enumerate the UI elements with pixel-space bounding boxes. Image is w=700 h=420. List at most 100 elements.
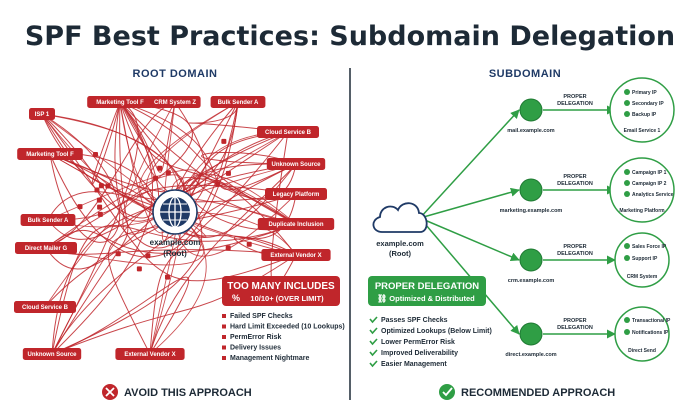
include-node: Unknown Source: [22, 348, 82, 360]
root-globe-node: [152, 189, 198, 235]
sub-root-sub: (Root): [389, 249, 412, 258]
junction-marker: [97, 211, 103, 217]
tangled-includes: [41, 101, 297, 355]
include-node-label: Direct Mailer G: [25, 246, 68, 252]
consequence-item: Management Nightmare: [230, 355, 309, 362]
include-node-label: ISP 1: [35, 112, 50, 118]
subdomain-name: crm.example.com: [508, 278, 555, 284]
root-domain-heading: ROOT DOMAIN: [133, 68, 218, 80]
include-node: External Vendor X: [261, 249, 331, 261]
include-node-label: External Vendor X: [124, 352, 175, 358]
warning-sub: 10/10+ (OVER LIMIT): [250, 294, 324, 303]
tangled-edge: [51, 101, 239, 355]
warning-title: TOO MANY INCLUDES: [227, 281, 335, 292]
tangled-edge: [51, 101, 153, 355]
ip-dot: [624, 317, 630, 323]
benefit-item: Passes SPF Checks: [381, 317, 448, 324]
cloud-icon: [372, 202, 428, 233]
benefit-item: Easier Management: [381, 361, 447, 368]
include-node: Cloud Service B: [14, 301, 76, 313]
bullet-marker: [222, 335, 226, 339]
junction-marker: [157, 165, 163, 171]
sub-root-label: example.com: [376, 239, 424, 248]
junction-marker: [246, 241, 252, 247]
tangled-edge: [188, 101, 289, 133]
subdomain-heading: SUBDOMAIN: [489, 68, 561, 80]
recommended-label: RECOMMENDED APPROACH: [461, 387, 615, 399]
delegation-arrow: [419, 217, 520, 261]
subdomain-node: crm.example.com: [508, 248, 555, 284]
ip-item: Transactional IP: [632, 318, 671, 324]
junction-marker: [164, 274, 170, 280]
tangled-edge: [51, 163, 297, 355]
include-node-label: CRM System Z: [154, 100, 196, 106]
include-node: Bulk Sender A: [210, 96, 266, 108]
link-icon: ⛓: [377, 293, 387, 303]
include-node-label: Bulk Sender A: [218, 100, 259, 106]
ip-dot: [624, 169, 630, 175]
ip-dot: [624, 111, 630, 117]
bullet-marker: [222, 345, 226, 350]
ip-item: Analytics Service: [632, 192, 674, 198]
include-node-label: Marketing Tool F: [26, 152, 74, 158]
percent-icon: %: [232, 293, 240, 303]
ip-item: Campaign IP 2: [632, 181, 667, 187]
bullet-marker: [222, 314, 226, 318]
include-node: Bulk Sender A: [20, 214, 76, 226]
junction-marker: [165, 170, 171, 176]
include-node: Cloud Service B: [257, 126, 319, 138]
service-name: CRM System: [627, 274, 658, 280]
tangled-edge: [201, 151, 297, 165]
service-name: Marketing Platform: [619, 208, 665, 214]
subdomain-node: marketing.example.com: [500, 178, 563, 214]
ip-dot: [624, 191, 630, 197]
check-icon: [369, 360, 378, 368]
junction-marker: [215, 181, 221, 187]
junction-marker: [225, 170, 231, 176]
include-node: External Vendor X: [115, 348, 185, 360]
tangled-edge: [49, 131, 289, 193]
check-icon: [369, 316, 378, 324]
junction-marker: [77, 204, 83, 210]
include-node-label: Unknown Source: [271, 162, 321, 168]
ip-dot: [624, 180, 630, 186]
consequence-item: Failed SPF Checks: [230, 313, 293, 320]
benefit-item: Lower PermError Risk: [381, 339, 455, 346]
junction-marker: [105, 183, 111, 189]
edge-label: DELEGATION: [557, 181, 593, 187]
junction-marker: [136, 266, 142, 272]
tangled-edge: [182, 101, 297, 256]
include-node-label: Marketing Tool F: [96, 100, 144, 106]
edge-label: PROPER: [563, 244, 586, 250]
tangled-edge: [41, 113, 121, 243]
delegation-arrow: [419, 109, 520, 219]
tangled-edge: [51, 101, 139, 355]
tangled-edge: [49, 101, 239, 258]
ip-dot: [624, 100, 630, 106]
edge-label: DELEGATION: [557, 251, 593, 257]
include-node: ISP 1: [29, 108, 55, 120]
proper-delegation-badge: PROPER DELEGATION ⛓ Optimized & Distribu…: [368, 276, 486, 306]
edge-label: PROPER: [563, 94, 586, 100]
subdomain-node: direct.example.com: [505, 322, 557, 358]
tangled-edge: [149, 163, 297, 355]
ip-dot: [624, 329, 630, 335]
tangled-edge: [122, 101, 176, 235]
check-icon: [369, 338, 378, 346]
page-title: SPF Best Practices: Subdomain Delegation: [25, 21, 675, 52]
include-node-label: External Vendor X: [270, 253, 321, 259]
ip-item: Notifications IP: [632, 330, 669, 336]
bullet-marker: [222, 356, 226, 360]
include-node-label: Bulk Sender A: [28, 218, 69, 224]
include-node-label: Cloud Service B: [265, 130, 312, 136]
consequence-item: Delivery Issues: [230, 345, 281, 352]
consequence-item: Hard Limit Exceeded (10 Lookups): [230, 324, 345, 331]
subdomain-name: marketing.example.com: [500, 208, 563, 214]
check-icon: [369, 327, 378, 335]
ip-item: Secondary IP: [632, 101, 664, 107]
ip-item: Campaign IP 1: [632, 170, 667, 176]
include-node-label: Cloud Service B: [22, 305, 69, 311]
